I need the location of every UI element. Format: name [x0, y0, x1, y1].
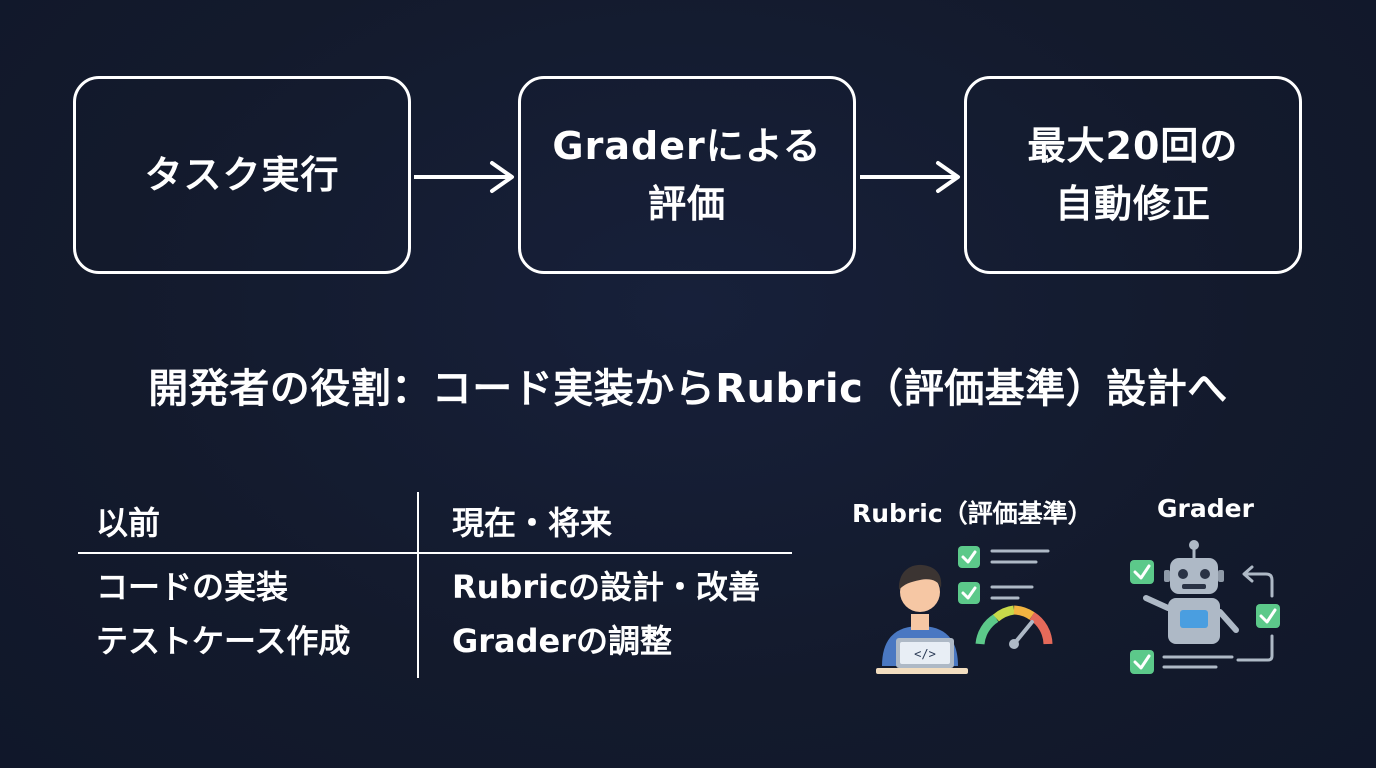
flow-step-task-execution: タスク実行 — [73, 76, 411, 274]
flow-step-text: タスク実行 — [144, 153, 340, 197]
robot-icon — [1143, 540, 1239, 644]
grader-illustration — [1130, 540, 1280, 674]
flow-arrow — [414, 161, 514, 193]
gauge-icon — [975, 605, 1053, 649]
developer-icon: </> — [876, 564, 968, 674]
list-item: テストケース作成 — [96, 622, 351, 660]
list-item: コードの実装 — [96, 568, 289, 606]
column-after: 現在・将来 Rubricの設計・改善 Graderの調整 — [452, 490, 760, 668]
table-divider-vertical — [417, 492, 419, 678]
list-item: Graderの調整 — [452, 622, 673, 660]
flow-step-grader-evaluation: Graderによる 評価 — [518, 76, 856, 274]
table-divider-horizontal — [78, 552, 792, 554]
checklist-icon — [958, 546, 1050, 604]
headline: 開発者の役割：コード実装からRubric（評価基準）設計へ — [148, 366, 1228, 412]
laptop-code-text: </> — [914, 647, 936, 661]
flow-arrow — [860, 161, 960, 193]
list-item: Rubricの設計・改善 — [452, 568, 761, 606]
check-icon — [1130, 560, 1280, 674]
flow-step-text: 評価 — [647, 182, 726, 226]
feedback-loop-icon — [1162, 565, 1274, 669]
column-header: 現在・将来 — [452, 504, 613, 542]
rubric-illustration: </> — [876, 546, 1053, 674]
column-header: 以前 — [96, 504, 161, 542]
flow-step-auto-fix: 最大20回の 自動修正 — [964, 76, 1302, 274]
column-before: 以前 コードの実装 テストケース作成 — [96, 490, 350, 668]
flow-step-text: 自動修正 — [1054, 182, 1211, 226]
flow-step-text: 最大20回の — [1027, 124, 1239, 168]
comparison-table: 以前 コードの実装 テストケース作成 現在・将来 Rubricの設計・改善 Gr… — [78, 490, 792, 680]
flow-step-text: Graderによる — [552, 124, 822, 168]
grader-label: Grader — [1157, 494, 1254, 523]
rubric-label: Rubric（評価基準） — [852, 499, 1093, 528]
